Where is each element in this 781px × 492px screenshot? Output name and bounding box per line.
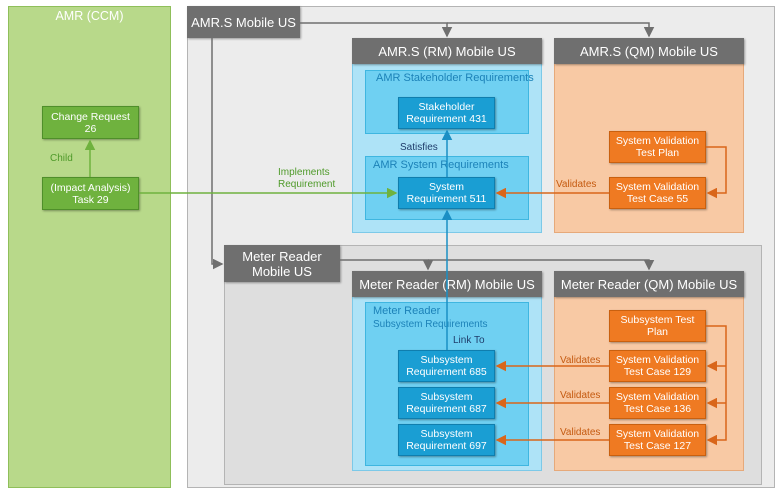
child-link-label: Child <box>50 153 73 164</box>
system-requirement-511[interactable]: System Requirement 511 <box>398 177 495 209</box>
system-validation-test-case-136[interactable]: System Validation Test Case 136 <box>609 387 706 419</box>
subsystem-requirement-697[interactable]: Subsystem Requirement 697 <box>398 424 495 456</box>
amrs-mobile-header[interactable]: AMR.S Mobile US <box>187 6 300 38</box>
validates-label-127: Validates <box>560 427 601 438</box>
system-validation-test-case-127[interactable]: System Validation Test Case 127 <box>609 424 706 456</box>
qm-links <box>495 146 727 446</box>
link-to-label: Link To <box>453 335 485 346</box>
subsystem-requirement-687[interactable]: Subsystem Requirement 687 <box>398 387 495 419</box>
meter-reader-group-label: Meter Reader <box>373 305 441 317</box>
validates-label-136: Validates <box>560 390 601 401</box>
subsystem-test-plan[interactable]: Subsystem Test Plan <box>609 310 706 342</box>
meter-qm-header[interactable]: Meter Reader (QM) Mobile US <box>554 271 744 297</box>
validates-top-label: Validates <box>556 179 597 190</box>
system-validation-test-case-129[interactable]: System Validation Test Case 129 <box>609 350 706 382</box>
implements-requirement-label: Implements Requirement <box>278 167 336 190</box>
hierarchy-links <box>211 22 655 271</box>
ccm-panel-title: AMR (CCM) <box>55 9 124 23</box>
meter-reader-mobile-header[interactable]: Meter Reader Mobile US <box>224 245 340 282</box>
stakeholder-requirement-431[interactable]: Stakeholder Requirement 431 <box>398 97 495 129</box>
system-validation-test-plan[interactable]: System Validation Test Plan <box>609 131 706 163</box>
ccm-panel <box>8 6 171 488</box>
subsystem-requirements-label: Subsystem Requirements <box>373 319 488 330</box>
impact-analysis-task-29[interactable]: (Impact Analysis) Task 29 <box>42 177 139 210</box>
subsystem-requirement-685[interactable]: Subsystem Requirement 685 <box>398 350 495 382</box>
amrs-qm-header[interactable]: AMR.S (QM) Mobile US <box>554 38 744 64</box>
validates-label-129: Validates <box>560 355 601 366</box>
ccm-links <box>84 139 398 199</box>
system-validation-test-case-55[interactable]: System Validation Test Case 55 <box>609 177 706 209</box>
amrs-rm-header[interactable]: AMR.S (RM) Mobile US <box>352 38 542 64</box>
change-request-26[interactable]: Change Request 26 <box>42 106 139 139</box>
stakeholder-requirements-label: AMR Stakeholder Requirements <box>376 72 534 84</box>
satisfies-link-label: Satisfies <box>400 142 438 153</box>
system-requirements-label: AMR System Requirements <box>373 159 509 171</box>
